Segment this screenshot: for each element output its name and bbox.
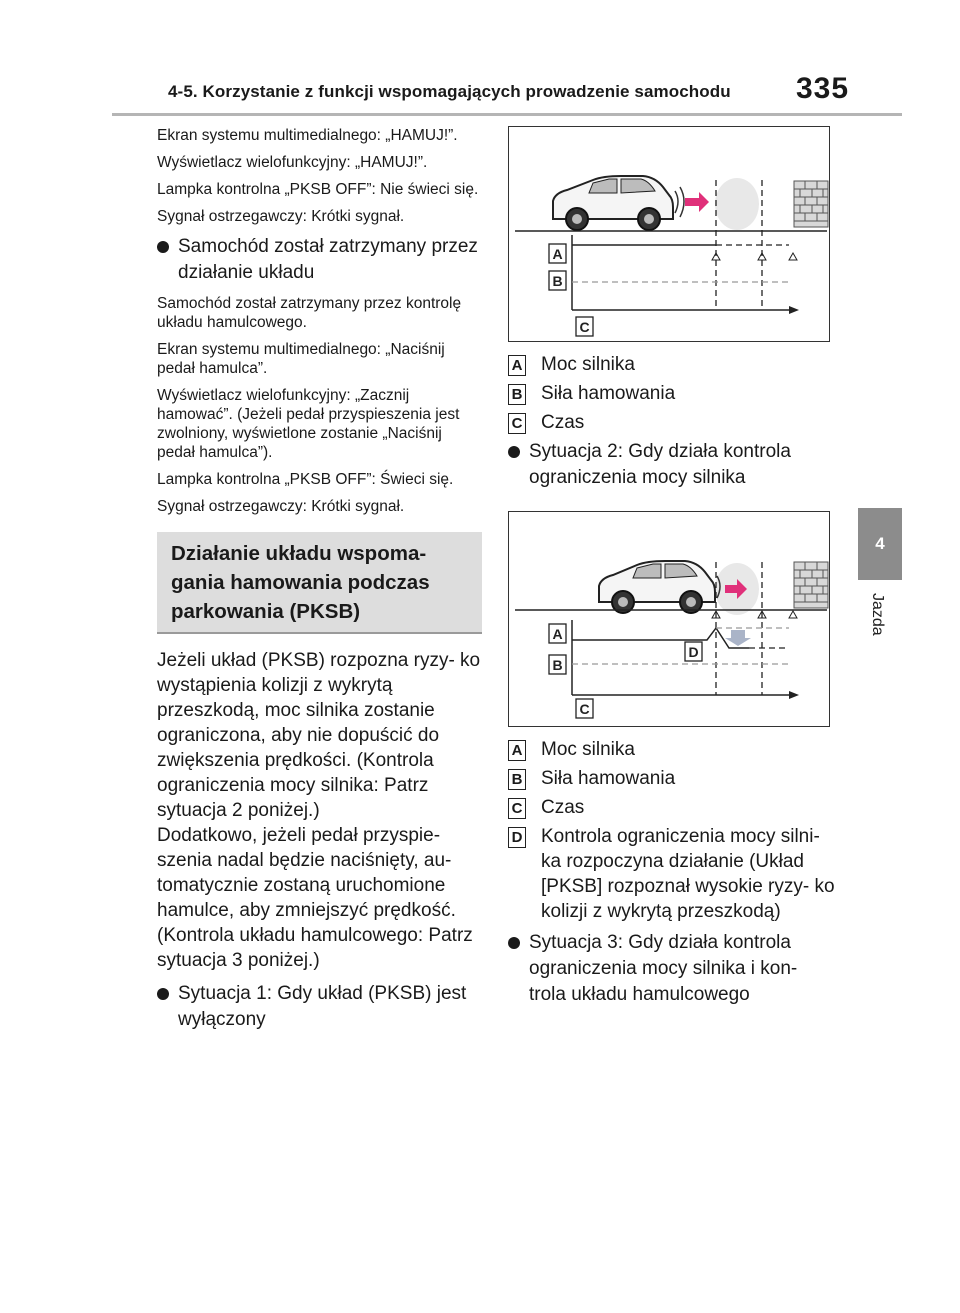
bullet-situation-1: Sytuacja 1: Gdy układ (PKSB) jest wyłącz… [157,981,482,1033]
diagram-2-graphic: A B C D [515,560,829,719]
legend-item: C Czas [508,795,838,820]
chapter-tab[interactable]: 4 [858,508,902,580]
diagram-label-c: C [579,319,589,335]
diagram-label-b: B [552,273,562,289]
car-icon [552,175,685,231]
stopped-line: Wyświetlacz wielofunkcyjny: „Zacznij ham… [157,387,460,461]
header-divider [112,113,902,116]
section-title: 4-5. Korzystanie z funkcji wspomagającyc… [168,82,731,101]
brick-wall-icon [793,180,829,228]
diagram-label-d: D [688,644,698,660]
bullet-dot-icon [508,937,520,949]
bullet-dot-icon [508,446,520,458]
bullet-dot-icon [157,988,169,1000]
legend-item: A Moc silnika [508,352,838,377]
intro-line: Ekran systemu multimedialnego: „HAMUJ!”. [157,127,458,144]
diagram-label-c: C [579,701,589,717]
brick-wall-icon [793,561,829,609]
stopped-line: Sygnał ostrzegawczy: Krótki sygnał. [157,498,405,515]
diagram-situation-1: A B C [508,126,830,342]
legend-item: B Siła hamowania [508,381,838,406]
bullet-dot-icon [157,241,169,253]
stopped-line: Samochód został zatrzymany przez kontrol… [157,295,462,331]
body-paragraph: Dodatkowo, jeżeli pedał przyspie- szenia… [157,825,473,971]
intro-line: Sygnał ostrzegawczy: Krótki sygnał. [157,208,405,225]
bullet-situation-3: Sytuacja 3: Gdy działa kontrola ogranicz… [508,930,838,1008]
page-number: 335 [796,72,850,105]
right-column: A B C A Moc silnika B Siła hamowania C C… [508,126,838,1016]
bullet-vehicle-stopped: Samochód został zatrzymany przez działan… [157,234,482,286]
left-column: Ekran systemu multimedialnego: „HAMUJ!”.… [157,126,482,1041]
diagram-label-a: A [552,626,562,642]
legend-situation-1: A Moc silnika B Siła hamowania C Czas [508,352,838,435]
power-reduction-arrow-icon [725,630,751,646]
legend-item: A Moc silnika [508,737,838,762]
chapter-label: Jazda [869,593,886,636]
car-icon [598,560,721,614]
body-paragraph: Jeżeli układ (PKSB) rozpozna ryzy- ko wy… [157,650,481,821]
motion-arrow-icon [685,192,709,212]
stopped-line: Ekran systemu multimedialnego: „Naciśnij… [157,341,445,377]
legend-item: D Kontrola ograniczenia mocy silni- ka r… [508,824,838,924]
diagram-1-graphic: A B C [515,175,829,337]
legend-item: C Czas [508,410,838,435]
legend-situation-2: A Moc silnika B Siła hamowania C Czas D … [508,737,838,924]
diagram-situation-2: A B C D [508,511,830,727]
stopped-line: Lampka kontrolna „PKSB OFF”: Świeci się. [157,471,454,488]
diagram-label-a: A [552,246,562,262]
intro-line: Lampka kontrolna „PKSB OFF”: Nie świeci … [157,181,479,198]
intro-line: Wyświetlacz wielofunkcyjny: „HAMUJ!”. [157,154,428,171]
motion-arrow-icon [725,579,747,599]
section-heading-box: Działanie układu wspoma- gania hamowania… [157,532,482,634]
section-heading: Działanie układu wspoma- gania hamowania… [171,542,430,623]
legend-item: B Siła hamowania [508,766,838,791]
diagram-label-b: B [552,657,562,673]
bullet-situation-2: Sytuacja 2: Gdy działa kontrola ogranicz… [508,439,838,491]
